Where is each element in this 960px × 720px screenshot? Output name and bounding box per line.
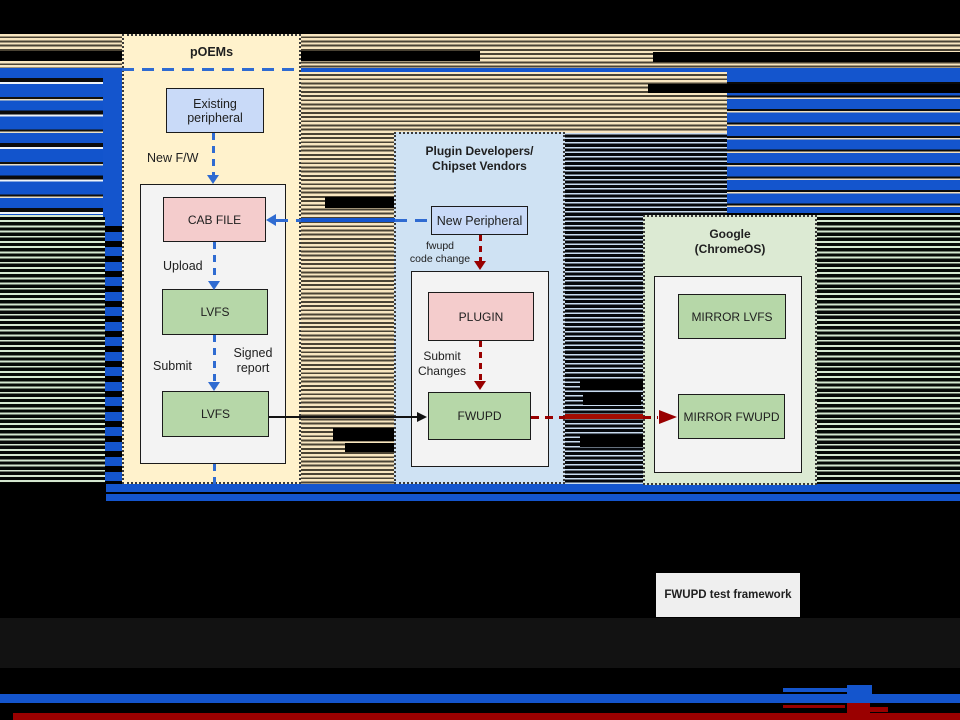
node-plugin: PLUGIN	[428, 292, 534, 341]
glitch-stripes-navy-mid	[565, 133, 643, 484]
group-google-title: Google (ChromeOS)	[694, 227, 766, 256]
glitch-stripes-top-left	[0, 34, 122, 51]
redaction-blob-f	[580, 435, 643, 447]
arrow-fwupd-to-mirror-head	[659, 410, 677, 424]
redaction-band-1-right	[653, 52, 960, 62]
arrow-lvfs-to-fwupd-line	[269, 415, 417, 419]
arrow-fwupd-to-mirror-dash-1	[531, 415, 565, 419]
group-poems-title: pOEMs	[189, 45, 234, 59]
footer-red-step	[870, 707, 888, 712]
node-new-peripheral: New Peripheral	[431, 206, 528, 235]
redaction-blob-a	[325, 197, 395, 208]
glitch-blue-mash-left	[0, 68, 105, 215]
arrow-cab-feed-glitch-solid	[301, 218, 395, 222]
arrow-fwupd-code-change-line	[478, 235, 482, 262]
arrow-upload-head	[207, 281, 220, 290]
arrow-submit-changes-head	[473, 381, 486, 390]
redaction-blob-b	[333, 428, 395, 441]
arrow-cab-feed-dash-1	[276, 218, 301, 222]
footer-blue-thin-line	[783, 688, 847, 692]
footer-red-bar	[13, 713, 960, 720]
glitch-blue-region-right	[727, 72, 960, 213]
glitch-stripes-navy-upper-right	[643, 133, 727, 215]
arrow-submit-head	[207, 382, 220, 391]
arrow-cab-feed-head	[266, 213, 276, 226]
arrow-poems-bottom-stub	[213, 464, 216, 484]
glitch-stripes-left-2	[0, 61, 122, 68]
label-upload: Upload	[163, 259, 203, 273]
redaction-blob-e	[583, 393, 641, 405]
arrow-fwupd-code-change-head	[473, 261, 486, 270]
redaction-band-1-mid	[301, 51, 480, 61]
label-submit: Submit	[153, 359, 192, 373]
arrow-fwupd-to-mirror-dash-2	[643, 415, 658, 419]
node-cab-file: CAB FILE	[163, 197, 266, 242]
glitch-stripes-gap-1	[301, 34, 395, 484]
arrow-cab-feed-dash-2	[395, 218, 431, 222]
glitch-stripes-mid-right	[565, 34, 727, 133]
redaction-band-2-right	[648, 84, 960, 93]
node-lvfs-2: LVFS	[162, 391, 269, 437]
glitch-blue-band-a	[106, 484, 960, 492]
poems-lane-divider-dashed	[122, 67, 301, 71]
arrow-submit-changes-line	[478, 341, 482, 382]
glitch-stripes-above-plugin	[394, 34, 565, 132]
redaction-blob-c	[345, 443, 395, 452]
footer-blue-bar	[0, 694, 960, 703]
glitch-blue-line-top	[301, 68, 960, 72]
node-mirror-lvfs: MIRROR LVFS	[678, 294, 786, 339]
label-signed-report: Signed report	[233, 346, 273, 375]
node-mirror-fwupd: MIRROR FWUPD	[678, 394, 785, 439]
node-fwupd-test-framework: FWUPD test framework	[656, 573, 800, 617]
arrow-new-fw-line	[212, 133, 215, 176]
arrow-upload-line	[213, 242, 216, 282]
arrow-submit-line	[213, 335, 216, 383]
glitch-black-band-left	[0, 51, 122, 61]
node-fwupd: FWUPD	[428, 392, 531, 440]
footer-dark-band	[0, 618, 960, 668]
label-fwupd-code-change: fwupd code change	[409, 240, 471, 265]
node-existing-peripheral: Existing peripheral	[166, 88, 264, 133]
arrow-fwupd-to-mirror-glitch-solid	[565, 413, 643, 419]
glitch-stripes-green-left	[0, 215, 105, 483]
glitch-blue-sliver	[103, 68, 122, 217]
glitch-blue-band-b	[106, 493, 960, 501]
footer-red-thin-line	[783, 705, 845, 708]
glitch-blue-dash-column	[105, 217, 122, 485]
glitch-stripes-green-right	[817, 215, 960, 485]
group-plugin-developers-title: Plugin Developers/ Chipset Vendors	[425, 144, 534, 173]
redaction-blob-d	[580, 379, 643, 390]
arrow-new-fw-head	[207, 175, 219, 184]
glitch-black-line-in-bands	[106, 491, 212, 494]
arrow-lvfs-to-fwupd-head	[417, 411, 427, 422]
label-new-fw: New F/W	[147, 151, 199, 165]
label-submit-changes: Submit Changes	[417, 349, 467, 378]
node-lvfs-1: LVFS	[162, 289, 268, 335]
